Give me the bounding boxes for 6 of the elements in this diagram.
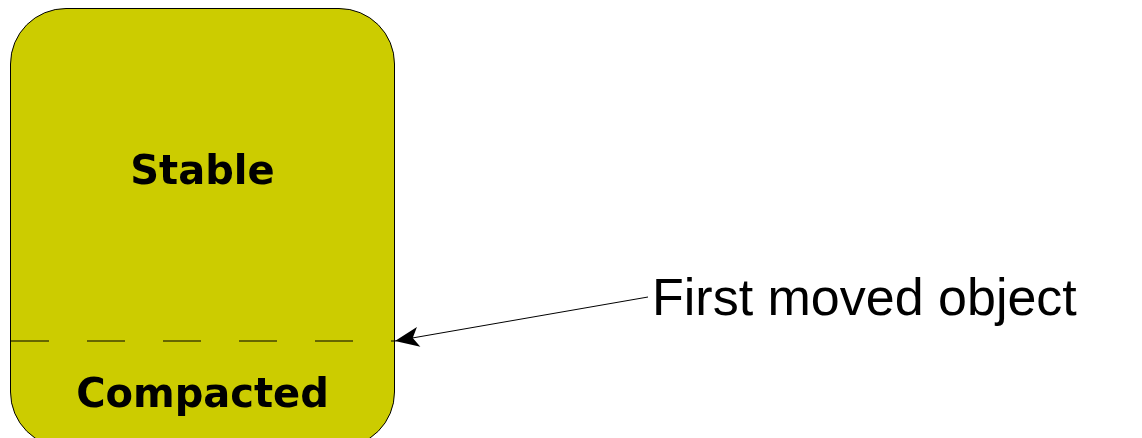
leader-arrow — [394, 296, 649, 347]
rounded-box — [10, 8, 395, 438]
annotation-text: First moved object — [652, 266, 1134, 328]
region-label: Stable — [11, 129, 394, 211]
dashed-divider — [11, 340, 394, 342]
region-label: Compacted — [11, 357, 394, 429]
